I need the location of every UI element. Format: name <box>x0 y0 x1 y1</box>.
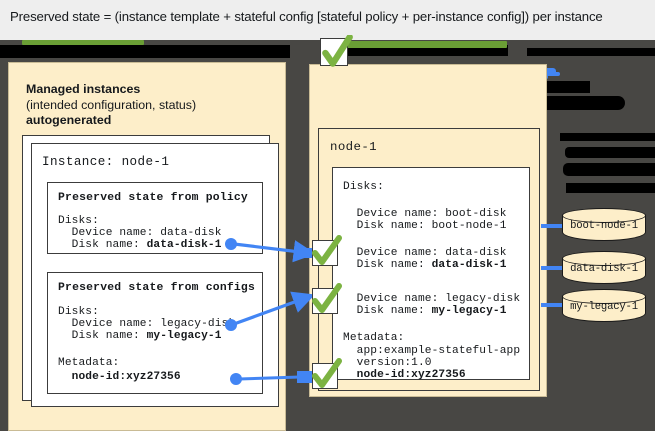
disk-connector-line <box>541 266 565 270</box>
configs-box-title: Preserved state from configs <box>58 282 255 294</box>
legacy-device-name: Device name: legacy-disk <box>343 293 521 305</box>
policy-disks-label: Disks: <box>58 215 99 227</box>
redaction-bar <box>560 133 655 141</box>
page-title: Preserved state = (instance template + s… <box>10 9 603 24</box>
boot-disk-name: Disk name: boot-node-1 <box>343 220 507 232</box>
green-check-icon <box>312 283 342 313</box>
configs-disk-name-value: my-legacy-1 <box>146 330 222 342</box>
disk-label: boot-node-1 <box>570 220 638 232</box>
disk-connector-line <box>541 303 565 307</box>
policy-disk-name: Disk name: data-disk-1 <box>58 238 222 252</box>
heading-line-2: (intended configuration, status) <box>26 97 197 112</box>
node-metadata-label: Metadata: <box>343 332 405 344</box>
node-details-box <box>332 167 530 380</box>
check-icon <box>312 283 342 314</box>
configs-metadata-value: node-id:xyz27356 <box>58 370 181 384</box>
cylinder-top <box>562 289 646 304</box>
legacy-disk-name: Disk name: my-legacy-1 <box>343 304 507 318</box>
policy-disk-name-value: data-disk-1 <box>146 239 222 251</box>
redaction-bar <box>563 163 655 176</box>
node-title: node-1 <box>330 140 378 154</box>
data-disk-name: Disk name: data-disk-1 <box>343 258 507 272</box>
configs-disks-label: Disks: <box>58 306 99 318</box>
configs-metadata-text: node-id:xyz27356 <box>58 371 181 383</box>
legacy-disk-name-value: my-legacy-1 <box>431 305 507 317</box>
redaction-bar <box>566 183 655 193</box>
boot-device-name: Device name: boot-disk <box>343 208 507 220</box>
configs-device-name: Device name: legacy-disk <box>58 318 236 330</box>
disk-connector-line <box>541 224 565 228</box>
preserved-state-configs-box <box>47 272 263 394</box>
node-metadata-version: version:1.0 <box>343 357 432 369</box>
cylinder-top <box>562 208 646 223</box>
policy-device-name: Device name: data-disk <box>58 227 222 239</box>
legacy-disk-name-label: Disk name: <box>343 305 432 317</box>
node-disks-label: Disks: <box>343 181 384 193</box>
green-check-icon <box>312 358 342 388</box>
data-device-name: Device name: data-disk <box>343 247 507 259</box>
disk-label: data-disk-1 <box>570 263 638 275</box>
green-rule <box>22 40 144 45</box>
instance-title: Instance: node-1 <box>42 155 170 169</box>
caption-bar: Preserved state = (instance template + s… <box>0 0 655 40</box>
node-metadata-nodeid: node-id:xyz27356 <box>343 368 466 382</box>
check-icon <box>320 35 353 67</box>
policy-box-title: Preserved state from policy <box>58 192 248 204</box>
disk-cylinder-boot: boot-node-1 <box>562 207 646 243</box>
cylinder-top <box>562 251 646 266</box>
configs-disk-name: Disk name: my-legacy-1 <box>58 329 222 343</box>
data-disk-name-value: data-disk-1 <box>431 259 507 271</box>
check-icon <box>312 358 342 389</box>
managed-instances-heading: Managed instances (intended configuratio… <box>26 82 276 129</box>
disk-cylinder-legacy: my-legacy-1 <box>562 288 646 324</box>
node-metadata-nodeid-text: node-id:xyz27356 <box>343 369 466 381</box>
heading-line-1: Managed instances <box>26 82 141 96</box>
green-check-icon <box>312 235 342 265</box>
redaction-bar <box>565 147 655 158</box>
redaction-bar <box>527 48 655 56</box>
policy-disk-name-label: Disk name: <box>58 239 147 251</box>
configs-metadata-label: Metadata: <box>58 357 120 369</box>
disk-label: my-legacy-1 <box>570 301 638 313</box>
data-disk-name-label: Disk name: <box>343 259 432 271</box>
green-rule <box>325 41 507 48</box>
disk-cylinder-data: data-disk-1 <box>562 250 646 286</box>
redaction-bar <box>0 45 290 58</box>
configs-disk-name-label: Disk name: <box>58 330 147 342</box>
check-icon <box>312 235 342 266</box>
redaction-bar <box>348 45 508 56</box>
heading-line-3: autogenerated <box>26 113 112 127</box>
node-metadata-app: app:example-stateful-app <box>343 345 521 357</box>
green-check-icon <box>322 35 353 67</box>
